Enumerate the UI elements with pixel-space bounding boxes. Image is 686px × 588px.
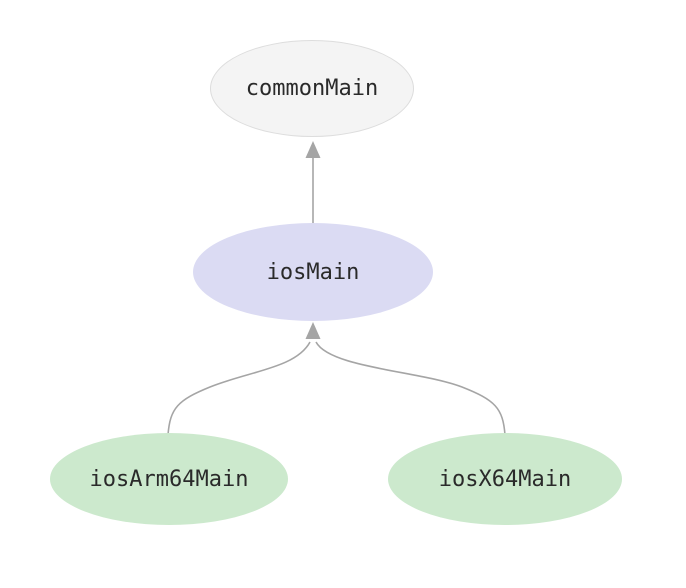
node-iosArm64Main-label: iosArm64Main — [89, 466, 249, 492]
node-iosX64Main-label: iosX64Main — [438, 466, 572, 492]
arrowhead-commonMain — [305, 141, 321, 158]
node-iosX64Main: iosX64Main — [388, 433, 622, 525]
node-commonMain-label: commonMain — [245, 76, 379, 101]
node-iosMain-label: iosMain — [266, 259, 360, 285]
edge-iosX64Main-to-iosMain — [315, 341, 506, 436]
node-commonMain: commonMain — [210, 40, 414, 137]
node-iosArm64Main: iosArm64Main — [50, 433, 288, 525]
node-iosMain: iosMain — [193, 223, 433, 321]
edge-iosArm64Main-to-iosMain — [167, 341, 311, 436]
arrowhead-iosMain — [305, 322, 321, 339]
